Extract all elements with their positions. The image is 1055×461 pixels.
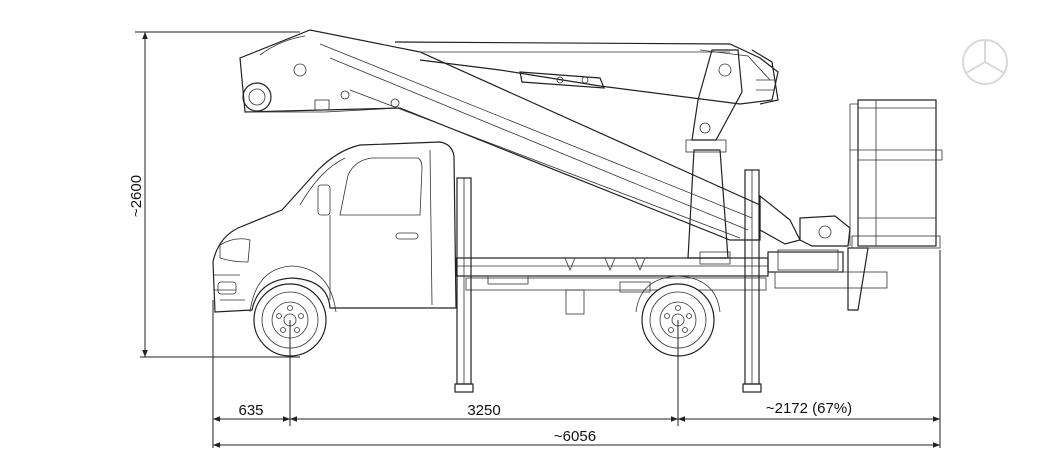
dimension-extension-lines: [212, 250, 941, 448]
jib-linkage: [759, 194, 851, 271]
truck-cab: [212, 141, 457, 313]
upper-boom: [394, 41, 779, 141]
truck-chassis: [455, 247, 888, 315]
boom-turret: [685, 139, 729, 259]
rear-outrigger: [742, 169, 762, 393]
wheelbase-label: 3250: [467, 402, 500, 419]
front-overhang-label: 635: [238, 402, 263, 419]
watermark-logo: [962, 39, 1008, 85]
height-dimension: [135, 31, 300, 357]
rear-overhang-label: ~2172 (67%): [766, 400, 852, 417]
height-dimension-label: ~2600: [128, 175, 145, 217]
work-basket: [849, 99, 943, 249]
front-outrigger: [454, 177, 474, 393]
overall-length-label: ~6056: [554, 428, 596, 445]
